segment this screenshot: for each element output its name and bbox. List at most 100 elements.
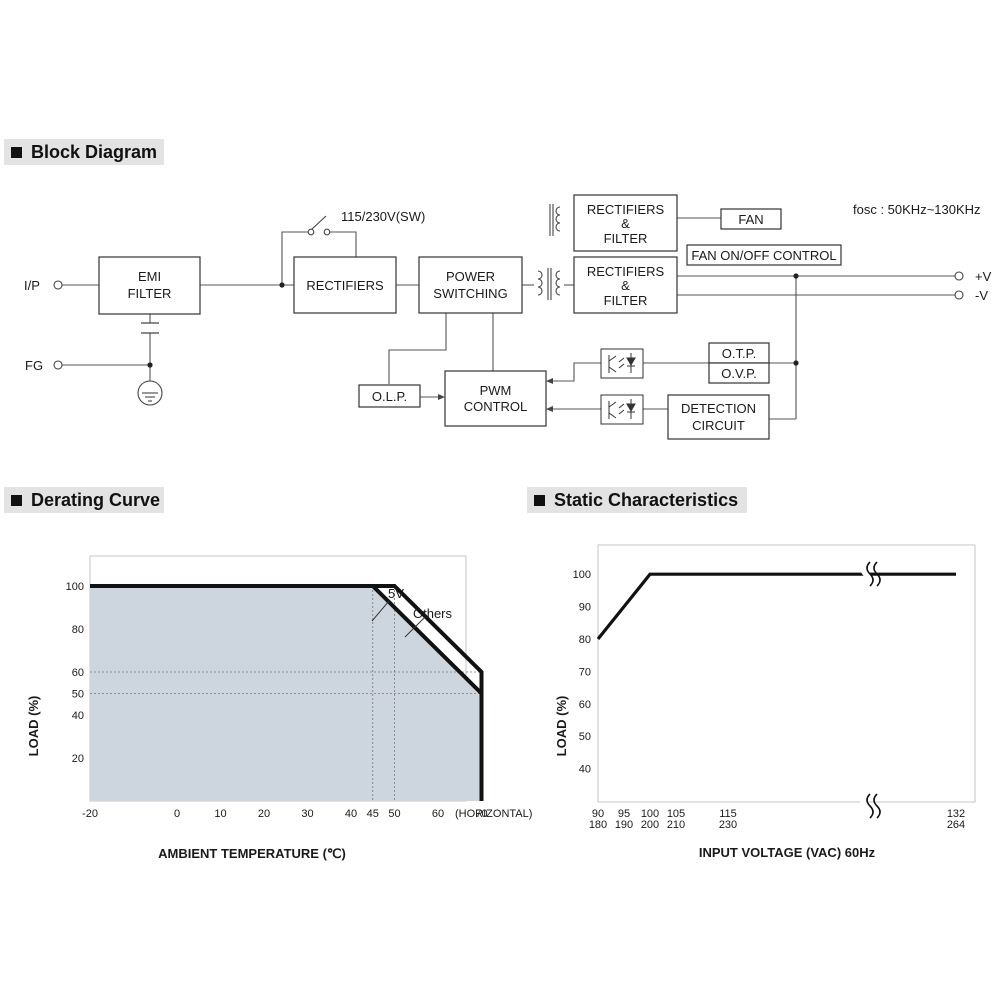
y-tick-label: 20 xyxy=(72,753,84,765)
svg-text:SWITCHING: SWITCHING xyxy=(433,286,507,301)
svg-text:RECTIFIERS: RECTIFIERS xyxy=(587,202,665,217)
y-tick-label: 50 xyxy=(72,689,84,701)
y-tick-label: 80 xyxy=(72,624,84,636)
block-diagram-header: Block Diagram xyxy=(4,139,164,165)
rectifiers-filter-top-block: RECTIFIERS & FILTER xyxy=(573,194,678,252)
static-x-axis-label: INPUT VOLTAGE (VAC) 60Hz xyxy=(699,845,876,860)
ground-icon xyxy=(137,380,163,406)
header-square-icon xyxy=(11,146,22,158)
x-tick-label: 105 xyxy=(667,808,685,820)
x-tick-label: 45 xyxy=(367,808,379,820)
svg-text:EMI: EMI xyxy=(138,269,161,284)
svg-text:FILTER: FILTER xyxy=(604,231,648,246)
y-tick-label: 100 xyxy=(66,581,84,593)
detection-circuit-block: DETECTION CIRCUIT xyxy=(667,394,770,440)
power-switching-block: POWER SWITCHING xyxy=(418,256,523,314)
optocoupler-icon xyxy=(600,348,644,379)
x-tick-label: 0 xyxy=(174,808,180,820)
switch-label: 115/230V(SW) xyxy=(341,209,425,224)
svg-text:POWER: POWER xyxy=(446,269,495,284)
y-tick-label: 40 xyxy=(72,710,84,722)
x-tick-label: 90 xyxy=(592,808,604,820)
svg-text:FILTER: FILTER xyxy=(128,286,172,301)
capacitor-icon xyxy=(141,322,159,334)
svg-text:RECTIFIERS: RECTIFIERS xyxy=(306,278,384,293)
static-characteristics-header: Static Characteristics xyxy=(527,487,747,513)
arrowheads xyxy=(438,378,553,412)
svg-text:RECTIFIERS: RECTIFIERS xyxy=(587,264,665,279)
y-tick-label: 70 xyxy=(579,666,591,678)
fan-control-block: FAN ON/OFF CONTROL xyxy=(686,244,842,266)
transformer-icon xyxy=(537,268,561,300)
x-tick-label-secondary: 200 xyxy=(641,819,659,831)
x-tick-label-secondary: 190 xyxy=(615,819,633,831)
x-tick-label: 132 xyxy=(947,808,965,820)
switch-icon xyxy=(307,215,331,236)
x-tick-label: 60 xyxy=(432,808,444,820)
header-square-icon xyxy=(534,494,545,506)
x-tick-label: -20 xyxy=(82,808,98,820)
derating-fill-area xyxy=(90,586,482,801)
otp-block: O.T.P. xyxy=(708,342,770,364)
rectifiers-block: RECTIFIERS xyxy=(293,256,397,314)
static-y-axis-label: LOAD (%) xyxy=(554,696,569,757)
x-tick-label: 30 xyxy=(301,808,313,820)
svg-text:O.L.P.: O.L.P. xyxy=(372,389,407,404)
x-tick-label-secondary: 264 xyxy=(947,819,965,831)
rectifiers-filter-main-block: RECTIFIERS & FILTER xyxy=(573,256,678,314)
svg-text:CONTROL: CONTROL xyxy=(464,399,528,414)
terminal-vpos: +V xyxy=(975,269,992,284)
y-tick-label: 50 xyxy=(579,731,591,743)
transformer-secondary-icon xyxy=(549,204,561,236)
svg-text:O.T.P.: O.T.P. xyxy=(722,346,756,361)
svg-text:&: & xyxy=(621,216,630,231)
axis-break-icon xyxy=(860,559,881,821)
x-tick-label: 115 xyxy=(719,808,737,820)
svg-text:FAN: FAN xyxy=(738,212,763,227)
derating-curve-title: Derating Curve xyxy=(31,489,161,510)
svg-text:&: & xyxy=(621,278,630,293)
y-tick-label: 90 xyxy=(579,602,591,614)
fan-block: FAN xyxy=(720,208,782,230)
x-tick-label: 95 xyxy=(618,808,630,820)
x-suffix-horizontal: (HORIZONTAL) xyxy=(455,808,532,820)
terminal-ip: I/P xyxy=(24,278,40,293)
emi-filter-block: EMI FILTER xyxy=(98,256,201,315)
static-series-line xyxy=(596,572,956,641)
annotation-5v: 5V xyxy=(388,586,404,601)
terminal-fg: FG xyxy=(25,358,43,373)
derating-y-axis-label: LOAD (%) xyxy=(26,696,41,757)
svg-text:CIRCUIT: CIRCUIT xyxy=(692,418,745,433)
block-diagram-title: Block Diagram xyxy=(31,141,158,162)
x-tick-label-secondary: 230 xyxy=(719,819,737,831)
ovp-block: O.V.P. xyxy=(708,362,770,384)
svg-text:FILTER: FILTER xyxy=(604,293,648,308)
y-tick-label: 60 xyxy=(72,667,84,679)
olp-block: O.L.P. xyxy=(358,384,421,408)
annotation-leader-5v xyxy=(371,600,390,622)
svg-text:FAN ON/OFF CONTROL: FAN ON/OFF CONTROL xyxy=(691,248,836,263)
x-tick-label: 70 xyxy=(475,808,487,820)
x-tick-label: 100 xyxy=(641,808,659,820)
x-tick-label: 20 xyxy=(258,808,270,820)
derating-x-axis-label: AMBIENT TEMPERATURE (℃) xyxy=(158,846,346,861)
x-tick-label: 40 xyxy=(345,808,357,820)
static-characteristics-title: Static Characteristics xyxy=(554,489,739,510)
block-diagram: I/P FG +V -V 115/230V(SW) fosc : 50KHz~1… xyxy=(24,194,992,440)
terminal-vneg: -V xyxy=(975,288,988,303)
annotation-others: Others xyxy=(413,606,453,621)
y-tick-label: 100 xyxy=(573,569,591,581)
derating-y-ticks: 20 40 50 60 80 100 xyxy=(66,581,84,765)
terminals xyxy=(53,271,964,370)
svg-text:DETECTION: DETECTION xyxy=(681,401,756,416)
y-tick-label: 60 xyxy=(579,699,591,711)
x-tick-label-secondary: 210 xyxy=(667,819,685,831)
x-tick-label: 50 xyxy=(388,808,400,820)
annotation-leader-others xyxy=(404,616,426,638)
static-plot-frame xyxy=(597,544,976,803)
